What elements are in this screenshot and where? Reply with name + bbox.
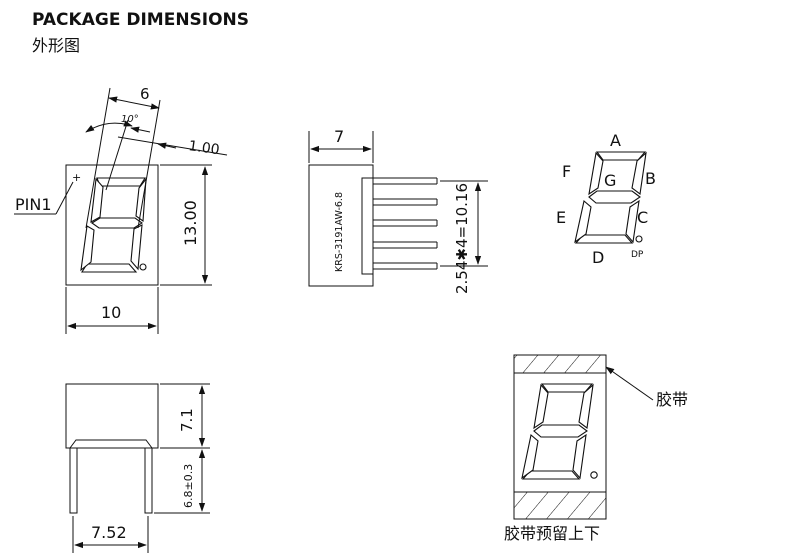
bottom-view: 7.1 6.8±0.3 7.52 bbox=[65, 383, 210, 553]
width-label: 10 bbox=[101, 303, 121, 322]
top-width-dim-line bbox=[108, 96, 160, 110]
tape-seg-e bbox=[521, 433, 539, 480]
tape-seg-g bbox=[533, 424, 588, 438]
tape-seg-d bbox=[521, 470, 581, 480]
side-pin-4 bbox=[373, 241, 437, 249]
side-view: 7 KRS-3191AW-6.8 2.54✱4=10.16 bbox=[308, 127, 488, 294]
tape-seg-a bbox=[540, 383, 594, 393]
map-label-d: D bbox=[592, 248, 604, 267]
map-seg-d bbox=[574, 234, 634, 244]
map-label-b: B bbox=[645, 169, 656, 188]
tape-view: 胶带 胶带预留上下 bbox=[504, 354, 688, 543]
pin1-label: PIN1 bbox=[15, 195, 52, 214]
front-seg-g bbox=[91, 217, 143, 229]
angle-arc bbox=[85, 120, 133, 133]
side-pin-2 bbox=[373, 198, 437, 206]
map-label-g: G bbox=[604, 171, 616, 190]
map-label-e: E bbox=[556, 208, 566, 227]
depth-label: 7.52 bbox=[91, 523, 127, 542]
map-seg-f bbox=[588, 151, 604, 196]
seg-thickness-leader bbox=[117, 136, 228, 156]
map-label-c: C bbox=[637, 208, 648, 227]
bottom-pin-right bbox=[144, 448, 153, 514]
map-seg-g bbox=[588, 190, 641, 204]
front-digit bbox=[80, 177, 147, 273]
tape-bottom-hatch bbox=[513, 491, 607, 520]
tape-seg-dp bbox=[590, 471, 598, 479]
side-pin-3 bbox=[373, 219, 437, 227]
front-view: 6 10° 1.00 + PIN1 13.00 10 bbox=[14, 85, 228, 334]
body-height-label: 7.1 bbox=[178, 408, 196, 432]
page-title: PACKAGE DIMENSIONS bbox=[32, 10, 249, 30]
side-pins bbox=[373, 177, 438, 270]
front-seg-e bbox=[80, 225, 95, 272]
front-seg-d bbox=[81, 263, 138, 273]
tape-seg-c bbox=[572, 433, 587, 480]
pin-length-label: 6.8±0.3 bbox=[182, 464, 195, 508]
tape-seg-f bbox=[533, 383, 549, 430]
seg-thickness-label: 1.00 bbox=[187, 138, 220, 158]
tape-caption: 胶带预留上下 bbox=[504, 524, 600, 543]
front-seg-c bbox=[130, 224, 143, 271]
map-seg-c bbox=[625, 199, 640, 244]
angle-label: 10° bbox=[121, 114, 139, 125]
front-body-outline bbox=[65, 164, 159, 286]
bottom-pin-left bbox=[69, 448, 78, 514]
tape-seg-b bbox=[578, 383, 594, 429]
map-seg-dp bbox=[635, 235, 643, 243]
seg-thickness-arrow-left bbox=[130, 126, 151, 133]
bottom-pin-shoulder bbox=[69, 439, 153, 449]
front-slant-ext-right bbox=[137, 99, 161, 229]
pin1-mark: + bbox=[72, 171, 81, 184]
side-pin-5 bbox=[373, 262, 437, 270]
map-label-dp: DP bbox=[631, 250, 644, 260]
bottom-body-outline bbox=[65, 383, 159, 449]
height-label: 13.00 bbox=[181, 200, 200, 246]
side-width-label: 7 bbox=[334, 127, 344, 146]
front-seg-a bbox=[96, 177, 146, 187]
top-width-label: 6 bbox=[140, 85, 150, 103]
tape-label: 胶带 bbox=[656, 390, 688, 409]
map-seg-e bbox=[574, 199, 592, 244]
map-seg-a bbox=[595, 151, 647, 161]
side-pin-1 bbox=[373, 177, 437, 185]
tape-top-hatch bbox=[513, 354, 607, 374]
segment-map: A B C D E F G DP bbox=[556, 131, 656, 267]
map-label-f: F bbox=[562, 162, 571, 181]
map-seg-b bbox=[631, 151, 647, 195]
pin1-leader-d bbox=[55, 181, 74, 215]
side-pin-stub bbox=[361, 177, 374, 275]
pitch-label: 2.54✱4=10.16 bbox=[453, 183, 471, 294]
front-seg-dp bbox=[139, 263, 147, 271]
page-subtitle: 外形图 bbox=[32, 36, 80, 55]
seg-thickness-arrow-right bbox=[157, 142, 177, 149]
part-number-label: KRS-3191AW-6.8 bbox=[334, 192, 345, 272]
front-seg-f bbox=[90, 177, 104, 224]
front-seg-b bbox=[135, 177, 147, 223]
front-slant-ext-left bbox=[85, 87, 111, 229]
tape-leader bbox=[605, 366, 654, 401]
map-label-a: A bbox=[610, 131, 621, 150]
